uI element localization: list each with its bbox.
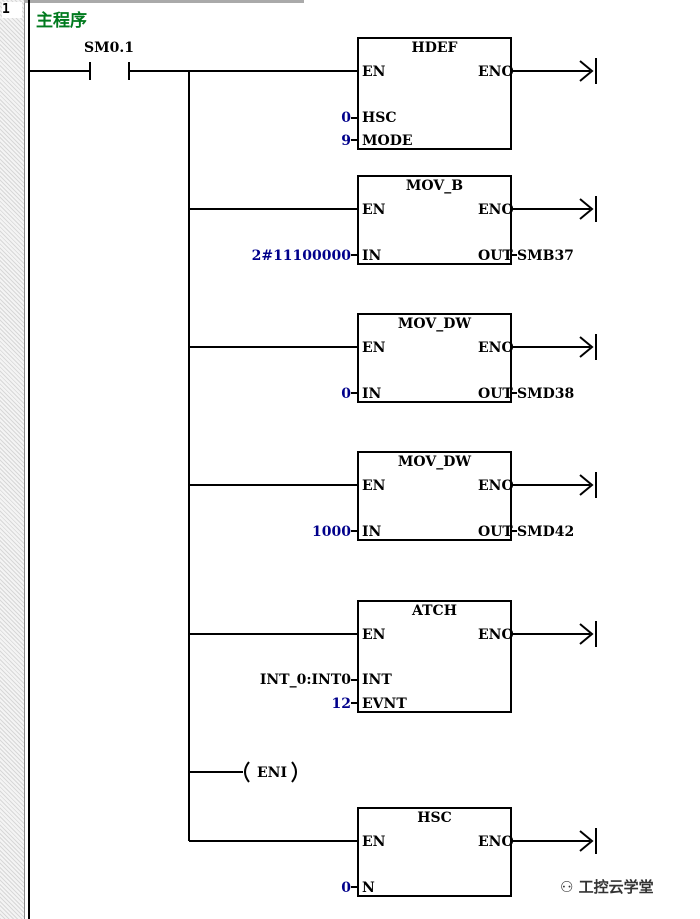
n-operand[interactable]: 0 <box>341 880 351 896</box>
function-block <box>357 807 512 897</box>
eno-pin-label: ENO <box>478 627 514 643</box>
eno-arrow <box>579 336 594 358</box>
eno-pin-label: ENO <box>478 340 514 356</box>
eni-coil-label[interactable]: ENI <box>257 765 288 781</box>
en-pin-label: EN <box>362 627 386 643</box>
function-block <box>357 37 512 150</box>
coil-left-paren <box>244 761 250 783</box>
mode-operand[interactable]: 9 <box>341 133 351 149</box>
en-pin-label: EN <box>362 478 386 494</box>
eno-pin-label: ENO <box>478 202 514 218</box>
rung-number[interactable]: 1 <box>2 2 22 18</box>
evnt-operand[interactable]: 12 <box>331 696 351 712</box>
evnt-pin-label: EVNT <box>362 696 407 712</box>
en-pin-label: EN <box>362 202 386 218</box>
in-pin-label: IN <box>362 386 382 402</box>
hsc-pin-label: HSC <box>362 110 397 126</box>
eno-arrow <box>579 474 594 496</box>
mode-pin-label: MODE <box>362 133 413 149</box>
contact-label: SM0.1 <box>84 40 134 56</box>
top-rule <box>24 0 304 3</box>
out-operand[interactable]: SMD42 <box>517 524 575 540</box>
eno-pin-label: ENO <box>478 478 514 494</box>
en-pin-label: EN <box>362 340 386 356</box>
function-block <box>357 600 512 713</box>
block-title-mov-b: MOV_B <box>405 178 464 194</box>
en-pin-label: EN <box>362 64 386 80</box>
watermark-text: 工控云学堂 <box>578 878 654 896</box>
watermark: ⚇ 工控云学堂 <box>560 876 654 897</box>
out-pin-label: OUT <box>478 386 513 402</box>
program-title: 主程序 <box>36 11 87 31</box>
out-operand[interactable]: SMD38 <box>517 386 575 402</box>
eno-arrow <box>579 60 594 82</box>
block-title-hdef: HDEF <box>411 40 458 56</box>
rung-gutter <box>0 0 25 919</box>
block-title-atch: ATCH <box>412 603 457 619</box>
out-operand[interactable]: SMB37 <box>517 248 574 264</box>
out-pin-label: OUT <box>478 524 513 540</box>
n-pin-label: N <box>362 880 375 896</box>
int-pin-label: INT <box>362 672 392 688</box>
function-block <box>357 313 512 403</box>
function-block <box>357 175 512 265</box>
in-pin-label: IN <box>362 248 382 264</box>
hsc-operand[interactable]: 0 <box>341 110 351 126</box>
coil-right-paren <box>291 761 297 783</box>
in-operand[interactable]: 0 <box>341 386 351 402</box>
wechat-icon: ⚇ <box>560 878 579 896</box>
eno-pin-label: ENO <box>478 64 514 80</box>
in-operand[interactable]: 2#11100000 <box>251 248 351 264</box>
eno-arrow <box>579 198 594 220</box>
in-operand[interactable]: 1000 <box>312 524 351 540</box>
int-operand[interactable]: INT_0:INT0 <box>259 672 351 688</box>
en-pin-label: EN <box>362 834 386 850</box>
function-block <box>357 451 512 541</box>
block-title-hsc: HSC <box>417 810 452 826</box>
eno-pin-label: ENO <box>478 834 514 850</box>
block-title-mov-dw: MOV_DW <box>397 316 472 332</box>
eno-arrow <box>579 830 594 852</box>
out-pin-label: OUT <box>478 248 513 264</box>
block-title-mov-dw: MOV_DW <box>397 454 472 470</box>
eno-arrow <box>579 623 594 645</box>
in-pin-label: IN <box>362 524 382 540</box>
